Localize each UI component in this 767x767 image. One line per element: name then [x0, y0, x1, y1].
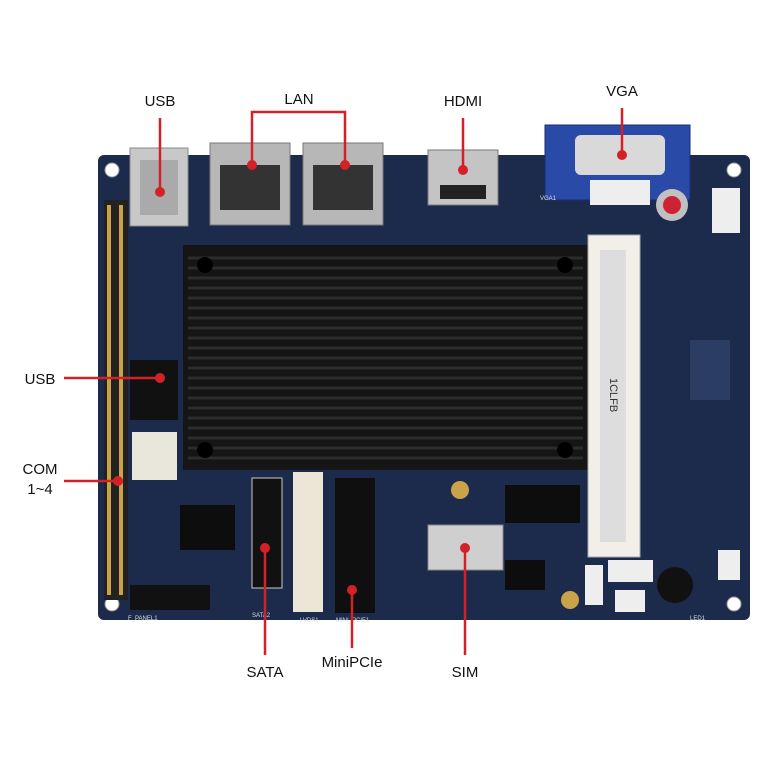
silk-f-panel: F_PANEL1	[128, 616, 158, 622]
label-sim: SIM	[452, 664, 479, 681]
label-com-range: 1~4	[27, 481, 52, 498]
callout-dots	[113, 150, 627, 595]
lvds-connector	[293, 472, 323, 612]
label-usb-left: USB	[25, 371, 56, 388]
silk-lvds: LVDS1	[300, 618, 319, 624]
silk-sata2: SATA2	[252, 613, 271, 619]
label-sata: SATA	[247, 664, 284, 681]
silk-dimm: 1CLFB	[607, 378, 619, 412]
chip	[505, 485, 580, 523]
label-vga: VGA	[606, 83, 638, 100]
power-connector	[712, 188, 740, 233]
label-hdmi: HDMI	[444, 93, 482, 110]
silk-led: LED1	[690, 616, 706, 622]
f-panel-header	[130, 585, 210, 610]
label-lan: LAN	[284, 91, 313, 108]
silk-vga1: VGA1	[540, 196, 557, 202]
chip	[180, 505, 235, 550]
callout-lines	[64, 108, 624, 655]
chip	[690, 340, 730, 400]
label-com: COM	[23, 461, 58, 478]
sata-connector	[251, 477, 283, 589]
label-minipcie: MiniPCIe	[322, 654, 383, 671]
usb-header	[130, 360, 178, 420]
label-usb-top: USB	[145, 93, 176, 110]
vga-header	[590, 180, 650, 205]
buzzer	[657, 567, 693, 603]
white-connector	[132, 432, 177, 480]
chip	[505, 560, 545, 590]
